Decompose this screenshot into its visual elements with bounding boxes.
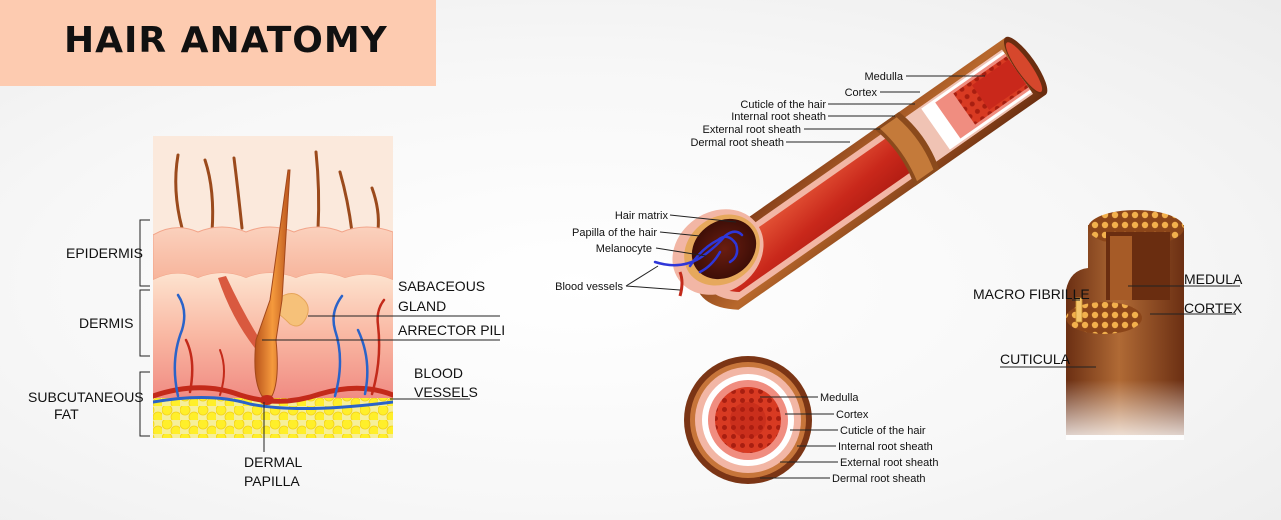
subcutaneous-label: SUBCUTANEOUS [28, 389, 144, 405]
follicle-leader-lines [625, 75, 985, 291]
hair-matrix-label: Hair matrix [615, 210, 669, 222]
fat-label: FAT [54, 406, 79, 422]
arrector-pili-muscle [218, 276, 264, 352]
dermal-papilla-shape [260, 395, 274, 405]
surface-hairs [174, 150, 380, 234]
dermis-label: DERMIS [79, 315, 133, 331]
melanocyte-label: Melanocyte [596, 243, 652, 255]
cs-cortex-label: Cortex [836, 409, 869, 421]
papilla-label: Papilla of the hair [572, 227, 657, 239]
sabaceous-label-2: GLAND [398, 298, 446, 314]
blood-vessels-follicle-label: Blood vessels [555, 281, 623, 293]
follicle-cortex-label: Cortex [845, 87, 878, 99]
follicle-tube [653, 36, 1048, 310]
bulb-blood-vessels [653, 230, 744, 274]
cs-medulla-label: Medulla [820, 392, 859, 404]
sabaceous-label-1: SABACEOUS [398, 278, 485, 294]
skin-blood-vessels [153, 293, 393, 411]
cuticula-label: CUTICULA [1000, 351, 1071, 367]
macro-fibrille-label: MACRO FIBRILLE [973, 286, 1090, 302]
cortex-label: CORTEX [1184, 300, 1243, 316]
blood-vessels-label-1: BLOOD [414, 365, 463, 381]
fat-layer [153, 398, 393, 438]
follicle-bulb [653, 209, 764, 297]
blood-vessels-label-2: VESSELS [414, 384, 478, 400]
follicle-cuticle-label: Cuticle of the hair [740, 99, 826, 111]
hair-shaft-3d [1066, 210, 1184, 440]
cs-external-sheath-label: External root sheath [840, 457, 938, 469]
medula-label: MEDULA [1184, 271, 1243, 287]
shaft-leader-lines [1000, 285, 1240, 368]
cs-dermal-sheath-label: Dermal root sheath [832, 473, 926, 485]
cross-section-leader-lines [760, 396, 838, 479]
dermal-papilla-label-2: PAPILLA [244, 473, 300, 489]
follicle-medulla-label: Medulla [864, 71, 903, 83]
follicle-dermal-sheath-label: Dermal root sheath [690, 137, 784, 149]
page-title: HAIR ANATOMY [64, 20, 388, 61]
follicle-external-sheath-label: External root sheath [703, 124, 801, 136]
arrector-pili-label: ARRECTOR PILI [398, 322, 505, 338]
epidermis-label: EPIDERMIS [66, 245, 143, 261]
epidermis-layer [153, 226, 393, 281]
sebaceous-gland [275, 293, 309, 327]
cs-cuticle-label: Cuticle of the hair [840, 425, 926, 437]
dermal-papilla-label-1: DERMAL [244, 454, 303, 470]
cs-internal-sheath-label: Internal root sheath [838, 441, 933, 453]
skin-section [153, 136, 393, 438]
title-banner: HAIR ANATOMY [0, 0, 436, 86]
follicle-internal-sheath-label: Internal root sheath [731, 111, 826, 123]
skin-layer-brackets [139, 219, 150, 437]
hair-cross-section [684, 356, 812, 484]
